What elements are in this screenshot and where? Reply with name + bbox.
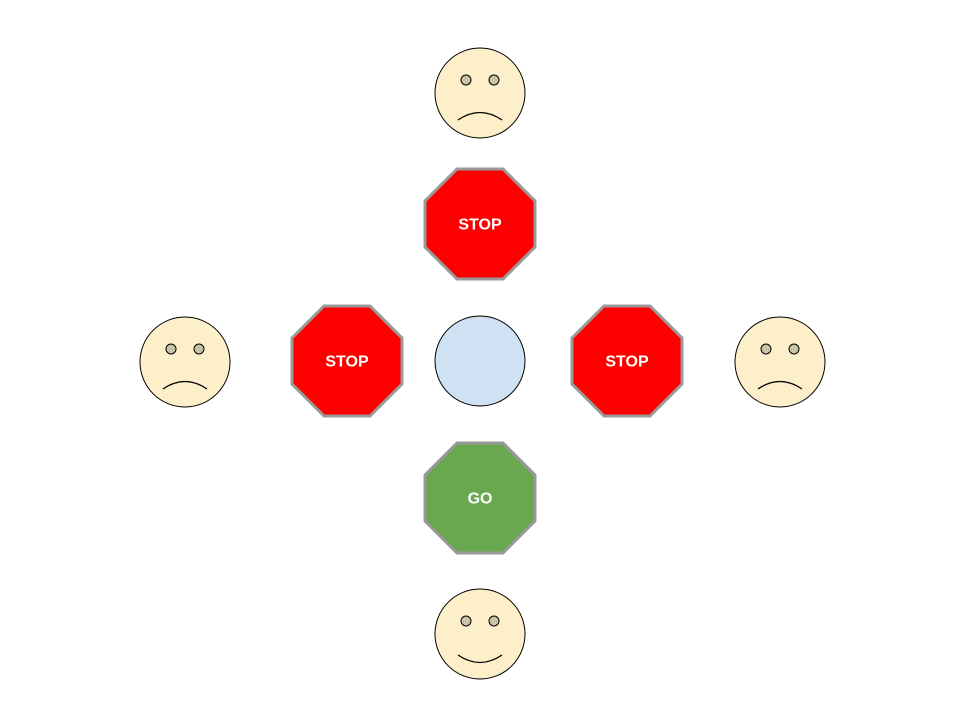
face-left [139, 316, 231, 408]
left-eye [760, 343, 772, 355]
frown-mouth [757, 380, 803, 390]
go-sign-icon [423, 441, 537, 555]
sign-label: GO [468, 491, 493, 508]
sign-label: STOP [325, 354, 369, 371]
right-eye [788, 343, 800, 355]
sign-label: STOP [458, 217, 502, 234]
right-eye [488, 615, 500, 627]
happy-face-icon [434, 588, 526, 680]
stop-sign-icon [290, 304, 404, 418]
sign-bottom: GO [423, 441, 537, 555]
left-eye [460, 615, 472, 627]
stop-sign-icon [423, 167, 537, 281]
right-eye [488, 74, 500, 86]
face-right [734, 316, 826, 408]
intersection-circle [434, 315, 526, 407]
sad-face-icon [434, 47, 526, 139]
sign-left: STOP [290, 304, 404, 418]
sign-right: STOP [570, 304, 684, 418]
frown-mouth [162, 380, 208, 390]
left-eye [165, 343, 177, 355]
frown-mouth [457, 111, 503, 121]
sad-face-icon [139, 316, 231, 408]
smile-mouth [457, 654, 503, 664]
stop-sign-icon [570, 304, 684, 418]
right-eye [193, 343, 205, 355]
face-bottom [434, 588, 526, 680]
sign-label: STOP [605, 354, 649, 371]
sign-top: STOP [423, 167, 537, 281]
face-top [434, 47, 526, 139]
sad-face-icon [734, 316, 826, 408]
left-eye [460, 74, 472, 86]
